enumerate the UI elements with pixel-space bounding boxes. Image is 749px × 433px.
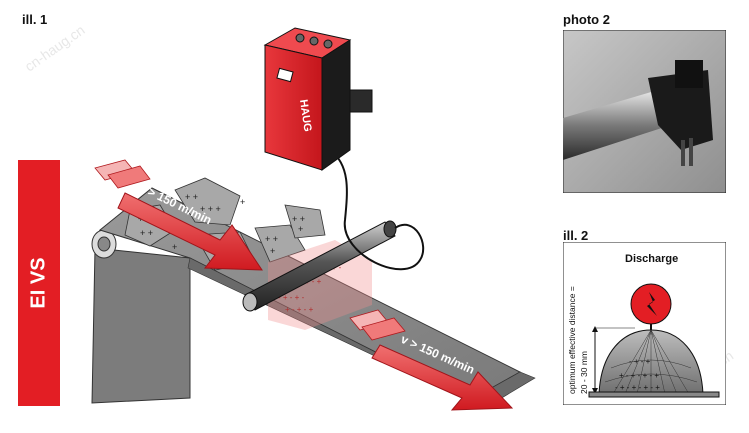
discharge-title: Discharge	[625, 253, 678, 265]
ill2-label: ill. 2	[563, 228, 589, 243]
cable	[329, 149, 425, 271]
ion-field-lines	[604, 329, 698, 395]
photo2-image	[563, 30, 726, 193]
ionizing-bar	[242, 220, 397, 312]
svg-text:+ +: + +	[292, 214, 305, 224]
distance-axis-label: optimum effective distance =	[567, 286, 577, 394]
device-brand: HAUG	[297, 99, 313, 133]
svg-text:+ + +: + + +	[200, 204, 221, 214]
web-hanging	[91, 247, 191, 404]
discharge-zone	[268, 240, 372, 330]
svg-text:+ +: + +	[140, 228, 153, 238]
svg-text:- + - + - + - +: - + - + - + - +	[615, 383, 660, 392]
photo2-label: photo 2	[563, 12, 610, 27]
emitter-ball	[630, 283, 672, 325]
ill1-illustration: + ++ + + + ++ + + ++ + + ++ + ++ ++ - + …	[91, 27, 536, 411]
svg-text:+ - + - + - +: + - + - + - +	[619, 371, 659, 380]
svg-text:- + - + -: - + - + -	[278, 293, 305, 302]
ground-plate	[588, 391, 720, 398]
svg-text:+ +: + +	[265, 234, 278, 244]
svg-text:+ +: + +	[185, 192, 198, 202]
svg-text:- + - +: - + - +	[300, 277, 322, 286]
product-side-tab: EI VS	[18, 160, 60, 406]
ill2-discharge-diagram: Discharge optimum effective distance = 2…	[563, 242, 726, 405]
optimum-distance-axis: optimum effective distance = 20 - 30 mm	[567, 286, 635, 394]
distance-range-label: 20 - 30 mm	[579, 351, 589, 394]
spark-icon	[647, 292, 657, 316]
svg-text:+: +	[298, 224, 303, 234]
svg-text:+ - + - +: + - + - +	[285, 305, 314, 314]
svg-text:+: +	[270, 246, 275, 256]
svg-text:- + - +: - + - +	[629, 357, 651, 366]
ill1-label: ill. 1	[22, 12, 48, 27]
power-supply-unit: HAUG	[263, 27, 373, 171]
svg-text:+: +	[240, 197, 245, 207]
ion-charge-signs: + - + - + - + - + - + - + - + - + - +	[615, 357, 660, 392]
svg-text:+: +	[172, 242, 177, 252]
